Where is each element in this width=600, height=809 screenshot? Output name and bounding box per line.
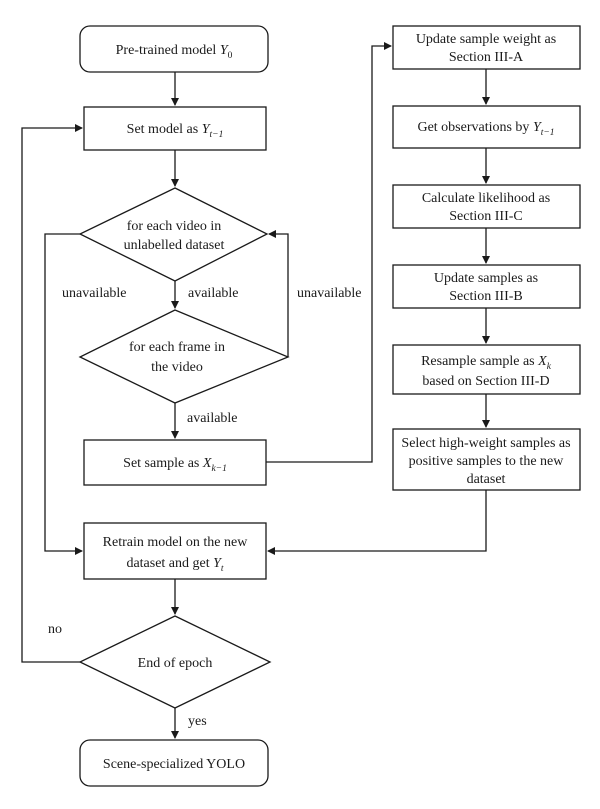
- svg-text:Set model as Yt−1: Set model as Yt−1: [127, 122, 224, 140]
- svg-text:Scene-specialized YOLO: Scene-specialized YOLO: [103, 757, 245, 772]
- node-likelihood: Calculate likelihood as Section III-C: [392, 184, 581, 229]
- svg-text:for each video in: for each video in: [127, 219, 221, 234]
- svg-text:Section III-C: Section III-C: [449, 209, 522, 224]
- svg-text:Pre-trained model Y0: Pre-trained model Y0: [116, 43, 233, 61]
- arrow-select-to-retrain: [267, 490, 487, 555]
- arrow-setsample-to-updateweight: [266, 42, 392, 463]
- svg-text:Set sample as Xk−1: Set sample as Xk−1: [123, 456, 227, 474]
- svg-text:Resample sample as Xk: Resample sample as Xk: [421, 354, 552, 372]
- node-set-sample: Set sample as Xk−1: [83, 439, 267, 486]
- svg-text:End of epoch: End of epoch: [138, 656, 213, 671]
- svg-text:unlabelled dataset: unlabelled dataset: [124, 238, 225, 253]
- label-no: no: [48, 622, 62, 637]
- arrow-eachvideo-unavailable-to-retrain: [44, 233, 83, 555]
- node-resample: Resample sample as Xk based on Section I…: [392, 344, 581, 395]
- svg-text:Section III-A: Section III-A: [449, 50, 524, 65]
- svg-text:Section III-B: Section III-B: [449, 289, 522, 304]
- node-pretrained: Pre-trained model Y0: [79, 25, 269, 73]
- svg-text:Select high-weight samples as: Select high-weight samples as: [401, 436, 570, 451]
- arrow-endepoch-no-to-setmodel: [21, 124, 83, 663]
- svg-text:positive samples to the new: positive samples to the new: [409, 454, 565, 469]
- node-retrain: Retrain model on the new dataset and get…: [83, 522, 267, 580]
- arrow-eachframe-back-to-eachvideo: [268, 230, 289, 357]
- node-result: Scene-specialized YOLO: [79, 739, 269, 787]
- label-yes: yes: [188, 714, 207, 729]
- node-select: Select high-weight samples as positive s…: [392, 428, 581, 491]
- node-set-model: Set model as Yt−1: [83, 106, 267, 151]
- node-get-observations: Get observations by Yt−1: [392, 105, 581, 149]
- svg-text:dataset and get Yt: dataset and get Yt: [126, 556, 223, 574]
- svg-text:Calculate likelihood as: Calculate likelihood as: [422, 191, 550, 206]
- svg-text:Get observations by Yt−1: Get observations by Yt−1: [417, 120, 554, 138]
- node-each-video: for each video in unlabelled dataset: [78, 187, 269, 282]
- svg-text:Update samples as: Update samples as: [434, 271, 538, 286]
- node-update-samples: Update samples as Section III-B: [392, 264, 581, 309]
- svg-text:Update sample weight as: Update sample weight as: [416, 32, 556, 47]
- label-available-1: available: [188, 286, 239, 301]
- node-each-frame: for each frame in the video: [78, 309, 290, 404]
- node-update-weight: Update sample weight as Section III-A: [392, 25, 581, 70]
- label-unavailable-right: unavailable: [297, 286, 362, 301]
- label-available-2: available: [187, 411, 238, 426]
- svg-text:the video: the video: [151, 360, 203, 375]
- svg-text:for each frame in: for each frame in: [129, 340, 225, 355]
- svg-text:Retrain model on the new: Retrain model on the new: [103, 535, 249, 550]
- svg-text:dataset: dataset: [467, 472, 506, 487]
- label-unavailable-left: unavailable: [62, 286, 127, 301]
- svg-text:based on Section III-D: based on Section III-D: [422, 374, 549, 389]
- node-end-epoch: End of epoch: [78, 615, 272, 709]
